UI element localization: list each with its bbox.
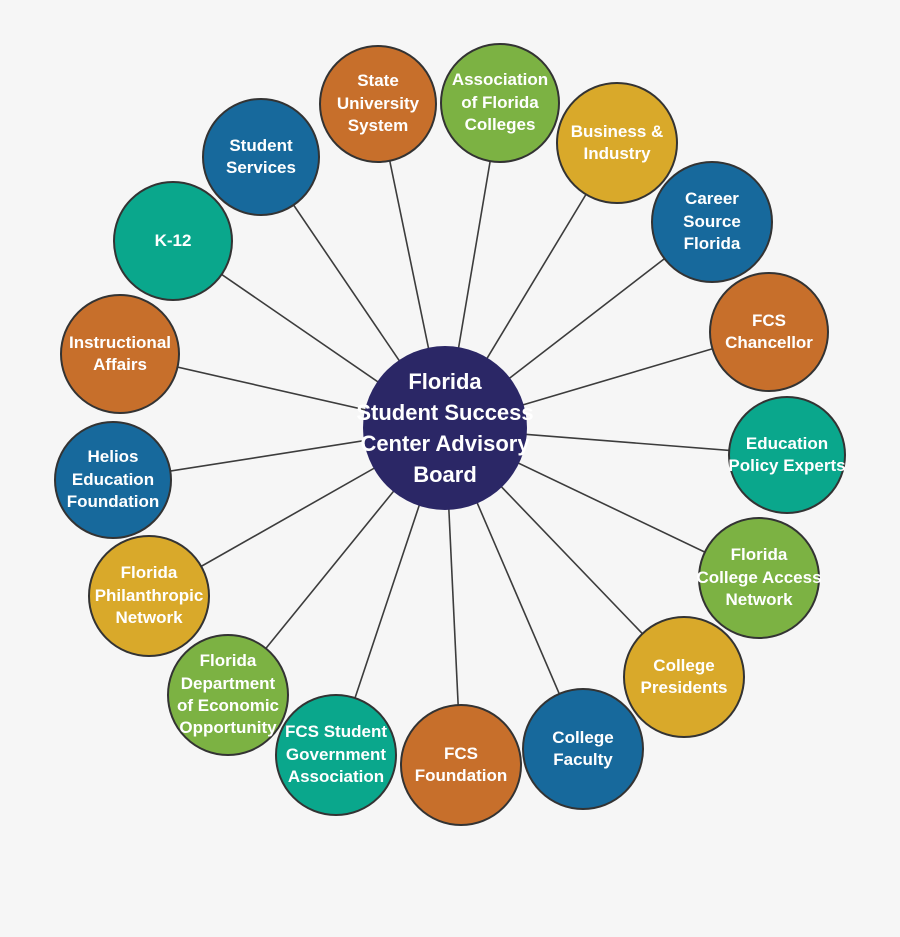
node-college-faculty: College Faculty xyxy=(522,688,644,810)
node-label: College Presidents xyxy=(640,655,728,697)
node-education-policy-experts: Education Policy Experts xyxy=(728,396,846,514)
node-career-source-florida: Career Source Florida xyxy=(651,161,773,283)
hub-label: Florida Student Success Center Advisory … xyxy=(356,368,534,488)
node-label: Business & Industry xyxy=(570,121,664,163)
node-florida-department-of-economic-opportunity: Florida Department of Economic Opportuni… xyxy=(167,634,289,756)
node-fcs-foundation: FCS Foundation xyxy=(400,704,522,826)
node-label: Education Policy Experts xyxy=(728,433,846,475)
node-florida-philanthropic-network: Florida Philanthropic Network xyxy=(88,535,210,657)
hub-florida-student-success-center-advisory-board: Florida Student Success Center Advisory … xyxy=(356,346,534,510)
node-association-of-florida-colleges: Association of Florida Colleges xyxy=(440,43,560,163)
node-label: Career Source Florida xyxy=(683,189,741,254)
node-business-and-industry: Business & Industry xyxy=(556,82,678,204)
node-label: Florida Philanthropic Network xyxy=(94,563,204,628)
node-helios-education-foundation: Helios Education Foundation xyxy=(54,421,172,539)
node-label: Helios Education Foundation xyxy=(66,447,160,512)
node-fcs-student-government-association: FCS Student Government Association xyxy=(275,694,397,816)
node-label: Student Services xyxy=(226,135,296,177)
node-college-presidents: College Presidents xyxy=(623,616,745,738)
node-label: Instructional Affairs xyxy=(68,332,171,374)
node-label: FCS Student Government Association xyxy=(285,722,387,787)
node-k-12: K-12 xyxy=(113,181,233,301)
node-label: Florida College Access Network xyxy=(696,545,822,610)
node-label: FCS Chancellor xyxy=(725,310,813,352)
node-fcs-chancellor: FCS Chancellor xyxy=(709,272,829,392)
node-label: State University System xyxy=(336,71,420,136)
node-label: K-12 xyxy=(154,230,192,250)
node-label: College Faculty xyxy=(552,727,614,769)
node-student-services: Student Services xyxy=(202,98,320,216)
node-instructional-affairs: Instructional Affairs xyxy=(60,294,180,414)
node-label: FCS Foundation xyxy=(414,743,508,785)
node-state-university-system: State University System xyxy=(319,45,437,163)
node-label: Association of Florida Colleges xyxy=(451,70,549,135)
node-florida-college-access-network: Florida College Access Network xyxy=(696,517,822,639)
node-label: Florida Department of Economic Opportuni… xyxy=(176,651,279,738)
